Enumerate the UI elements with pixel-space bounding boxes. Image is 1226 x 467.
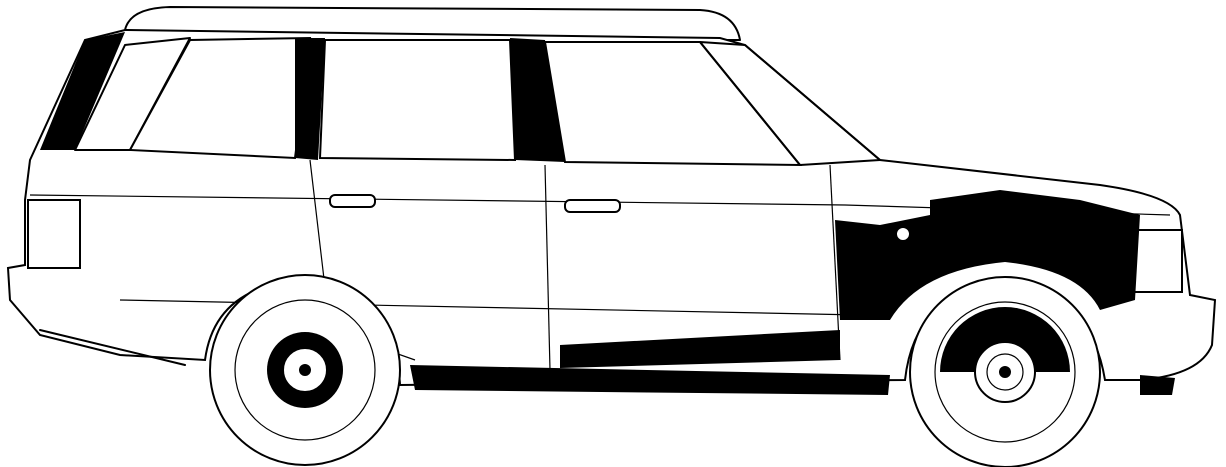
front-door-seam: [544, 164, 551, 371]
rear-door-handle: [329, 194, 376, 208]
c-pillar: [510, 38, 565, 162]
vehicle-body: [6, 6, 1217, 395]
rear-quarter-glass: [74, 37, 191, 151]
drivetrain-cutaway: [560, 330, 840, 368]
front-bumper-lower: [1140, 375, 1175, 395]
front-wheel: [909, 276, 1101, 467]
front-door-handle: [564, 199, 621, 213]
rear-bumper-line: [39, 329, 186, 366]
tail-light: [27, 199, 81, 269]
headlight: [1131, 229, 1183, 293]
engine-bay-cutaway: [835, 190, 1140, 320]
rear-door-window: [318, 39, 517, 162]
rear-wheel: [209, 274, 401, 466]
side-vent: [895, 226, 911, 242]
d-pillar: [40, 32, 125, 150]
windshield: [699, 41, 881, 166]
fender-seam: [829, 164, 841, 361]
roof-rail: [124, 6, 741, 41]
b-pillar: [295, 38, 325, 160]
side-step: [410, 365, 890, 395]
